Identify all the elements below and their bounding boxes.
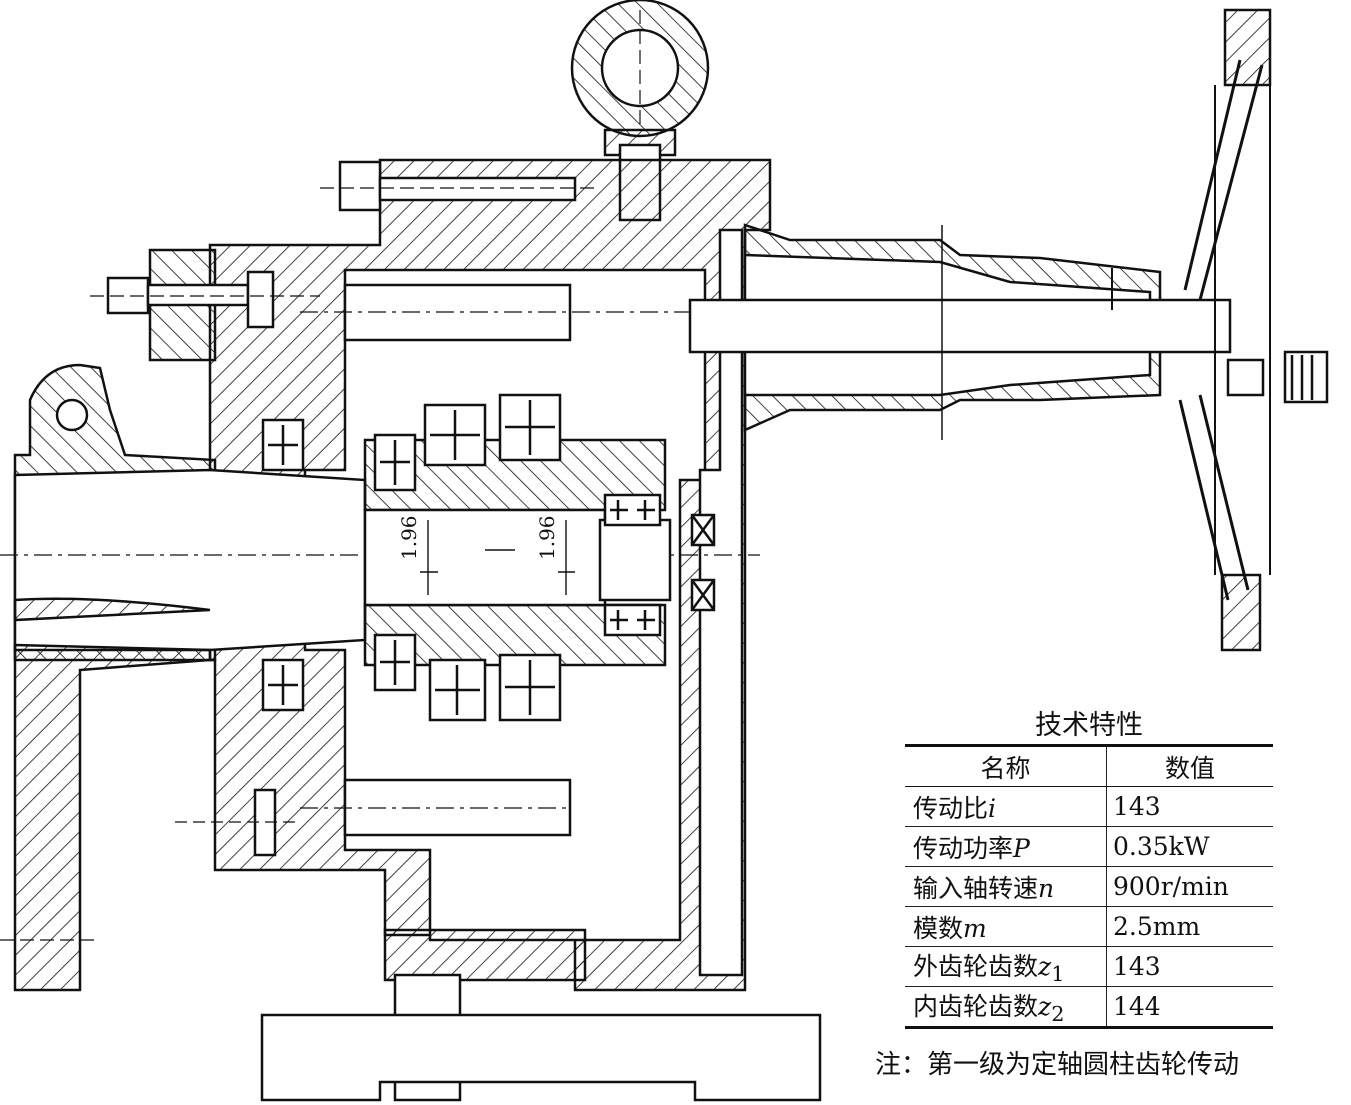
top-cover-bolt <box>320 160 600 212</box>
spec-row-label: 输入轴转速 <box>913 873 1039 903</box>
upper-shaft <box>300 283 1000 342</box>
spec-row-value: 900r/min <box>1106 866 1273 907</box>
spec-row-symbol: n <box>1038 873 1055 903</box>
base-pedestal <box>260 928 822 1102</box>
spec-row-symbol: P <box>1013 833 1030 863</box>
spec-row-value: 143 <box>1106 946 1273 987</box>
dimension-label-left: 1.96 <box>397 515 421 560</box>
spec-row-name: 模数m <box>905 906 1107 947</box>
spec-row-label: 模数 <box>913 913 964 943</box>
spec-row-subscript: 1 <box>1051 962 1065 986</box>
input-shaft-housing <box>688 223 1232 440</box>
spec-row-label: 内齿轮齿数 <box>913 992 1039 1021</box>
spec-row-value: 0.35kW <box>1106 826 1273 867</box>
spec-row-name: 输入轴转速n <box>905 866 1107 907</box>
spec-row-name: 外齿轮齿数z1 <box>905 946 1107 987</box>
bearings <box>175 393 716 857</box>
spec-row-value: 143 <box>1106 786 1273 827</box>
spec-row-symbol: i <box>988 793 997 823</box>
left-flange-bolt <box>90 248 320 362</box>
spec-row-symbol: z <box>1038 952 1052 981</box>
spec-row-name: 内齿轮齿数z2 <box>905 986 1107 1029</box>
spec-row-symbol: z <box>1038 992 1052 1021</box>
lower-shaft <box>300 778 572 837</box>
hand-wheel <box>1178 8 1329 652</box>
spec-row-label: 传动功率 <box>913 833 1014 863</box>
spec-row-value: 2.5mm <box>1106 906 1273 947</box>
dimension-label-right: 1.96 <box>535 515 559 560</box>
spec-row-symbol: m <box>963 913 987 943</box>
spec-row-name: 传动比i <box>905 786 1107 827</box>
spec-header-row: 名称 数值 <box>905 745 1273 787</box>
spec-row-subscript: 2 <box>1051 1002 1065 1026</box>
output-hub <box>0 363 760 992</box>
header-value: 数值 <box>1106 745 1273 787</box>
spec-row-label: 外齿轮齿数 <box>913 952 1039 981</box>
spec-row-label: 传动比 <box>913 793 989 823</box>
spec-row-value: 144 <box>1106 986 1273 1029</box>
spec-title: 技术特性 <box>1035 710 1143 741</box>
dimension-marks <box>420 520 575 595</box>
spec-row-name: 传动功率P <box>905 826 1107 867</box>
footnote: 注：第一级为定轴圆柱齿轮传动 <box>875 1050 1240 1080</box>
header-name: 名称 <box>905 745 1107 787</box>
